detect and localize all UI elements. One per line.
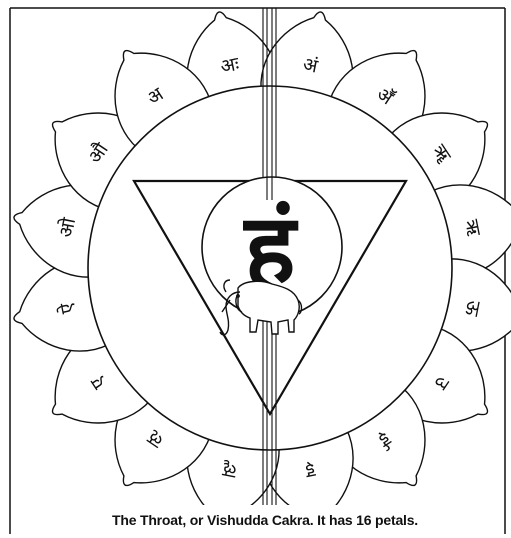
figure-caption: The Throat, or Vishudda Cakra. It has 16…: [30, 512, 500, 528]
